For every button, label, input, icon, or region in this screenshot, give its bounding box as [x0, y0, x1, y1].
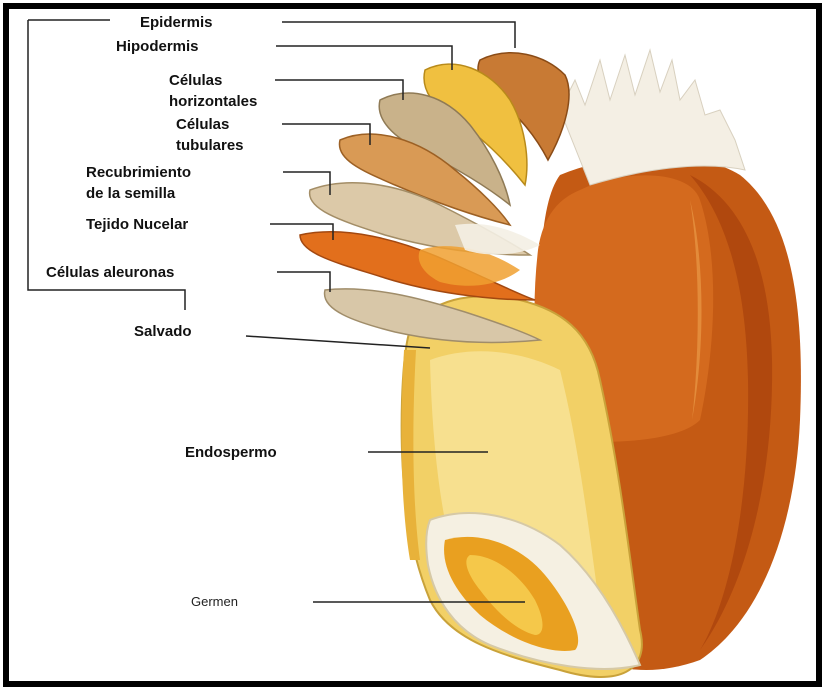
- label-recubrimiento-1: Recubrimiento: [86, 164, 191, 181]
- label-tejido-nucelar: Tejido Nucelar: [86, 216, 188, 233]
- label-celulas-aleuronas: Células aleuronas: [46, 264, 174, 281]
- label-endospermo: Endospermo: [185, 444, 277, 461]
- label-celulas-tubulares-1: Células: [176, 116, 229, 133]
- label-salvado: Salvado: [134, 323, 192, 340]
- label-celulas-horizontales-1: Células: [169, 72, 222, 89]
- label-germen: Germen: [191, 594, 238, 609]
- label-recubrimiento-2: de la semilla: [86, 185, 176, 202]
- label-celulas-tubulares-2: tubulares: [176, 137, 244, 154]
- label-epidermis: Epidermis: [140, 14, 213, 31]
- label-hipodermis: Hipodermis: [116, 38, 199, 55]
- label-celulas-horizontales-2: horizontales: [169, 93, 257, 110]
